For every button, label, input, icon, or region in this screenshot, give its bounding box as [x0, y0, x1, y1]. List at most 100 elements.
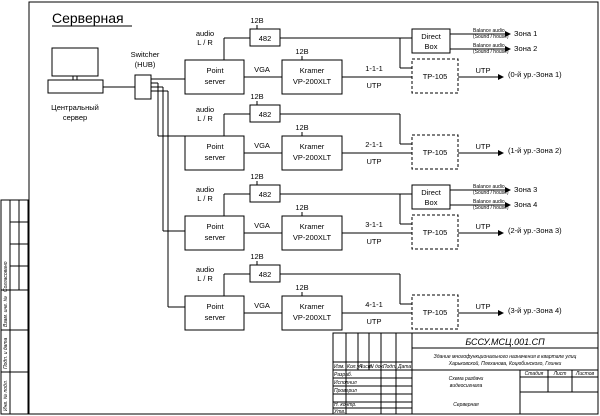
col-podp: Подп. [383, 364, 396, 370]
kramer-label-line1: Kramer [300, 142, 325, 151]
channel-code-label: 4-1-1 [365, 300, 383, 309]
utp-label: UTP [367, 81, 382, 90]
point-server-box [184, 59, 245, 95]
side-stamp-podp-data: Подп. и дата [3, 337, 9, 369]
balance-audio-label-b: Balance audio [473, 199, 505, 205]
row-nkontr: Н. контр. [334, 402, 357, 408]
balance-audio-label-b: Balance audio [473, 43, 505, 49]
tp105-box [411, 58, 459, 94]
project-line2: Харьковской, Плеханова, Коцюбинского, Гл… [448, 360, 562, 367]
point-server-box [184, 135, 245, 171]
zone-output-label: (2-й ур.-Зона 3) [508, 226, 562, 235]
switcher-label-line2: (HUB) [135, 60, 156, 69]
row-isp: Исполнил [334, 380, 357, 386]
audio-lr-label: L / R [197, 114, 213, 123]
side-stamp-vzam: Взам. инв. № [3, 295, 9, 327]
point-server-label-line2: server [205, 313, 226, 322]
utp-label: UTP [367, 157, 382, 166]
drawing-name-line1: Схема раздачи [449, 376, 484, 382]
kramer-label-line1: Kramer [300, 302, 325, 311]
tp105-box [411, 294, 459, 330]
balance-audio-label-a: Balance audio [473, 184, 505, 190]
direct-box [411, 28, 451, 54]
stamp-list: Лист [553, 371, 567, 377]
point-server-label-line1: Point [206, 302, 224, 311]
sound-house-label-b: (Sound / house) [473, 205, 509, 211]
doc-code: БССУ.МСЦ.001.СП [465, 337, 545, 347]
central-server-icon [47, 47, 104, 94]
zone-output-label: (1-й ур.-Зона 2) [508, 146, 562, 155]
sheet-name: Серверная [453, 402, 479, 408]
amplifier-482-label: 482 [259, 270, 272, 279]
kramer-label-line2: VP-200XLT [293, 77, 332, 86]
channel-code-label: 3-1-1 [365, 220, 383, 229]
sound-house-label-a: (Sound / house) [473, 34, 509, 40]
kramer-box [281, 59, 343, 95]
col-kol: Кол.уч [347, 364, 362, 370]
tp105-box [411, 134, 459, 170]
kramer-power-label: 12В [295, 47, 308, 56]
kramer-power-label: 12В [295, 203, 308, 212]
tp105-label: TP-105 [423, 72, 448, 81]
project-line1: Здание многофункционального назначения в… [434, 354, 577, 360]
zone-output-label: (3-й ур.-Зона 4) [508, 306, 562, 315]
row-razrab: Разраб. [334, 372, 352, 378]
direct-box-label-line2: Box [425, 198, 438, 207]
stamp-stadiya: Стадия [525, 371, 544, 377]
drawing-name-line2: видеосигнала [450, 383, 483, 389]
col-izm: Изм. [334, 364, 345, 370]
utp-label: UTP [367, 317, 382, 326]
point-server-label-line1: Point [206, 66, 224, 75]
kramer-label-line1: Kramer [300, 222, 325, 231]
audio-label: audio [196, 265, 214, 274]
vga-label: VGA [254, 141, 270, 150]
kramer-label-line2: VP-200XLT [293, 233, 332, 242]
audio-label: audio [196, 105, 214, 114]
tp105-label: TP-105 [423, 228, 448, 237]
vga-label: VGA [254, 65, 270, 74]
sound-house-label-a: (Sound / house) [473, 190, 509, 196]
zone-label-a: Зона 3 [514, 185, 537, 194]
col-data: Дата [397, 364, 411, 370]
tp105-box [411, 214, 459, 250]
utp-out-label: UTP [476, 66, 491, 75]
kramer-power-label: 12В [295, 283, 308, 292]
point-server-label-line2: server [205, 153, 226, 162]
switch-to-servers-lines [151, 78, 185, 308]
point-server-box [184, 295, 245, 331]
amplifier-482-label: 482 [259, 190, 272, 199]
central-server-label-line2: сервер [63, 113, 87, 122]
amp-power-label: 12В [250, 92, 263, 101]
central-server-label-line1: Центральный [51, 103, 99, 112]
direct-box-label-line2: Box [425, 42, 438, 51]
col-ndok: N док. [370, 364, 384, 370]
tp105-label: TP-105 [423, 148, 448, 157]
zone-label-a: Зона 1 [514, 29, 537, 38]
channel-code-label: 1-1-1 [365, 64, 383, 73]
direct-box [411, 184, 451, 210]
amplifier-482-label: 482 [259, 34, 272, 43]
tp105-label: TP-105 [423, 308, 448, 317]
utp-out-label: UTP [476, 222, 491, 231]
channel-code-label: 2-1-1 [365, 140, 383, 149]
balance-audio-label-a: Balance audio [473, 28, 505, 34]
point-server-label-line1: Point [206, 142, 224, 151]
utp-out-label: UTP [476, 142, 491, 151]
utp-label: UTP [367, 237, 382, 246]
amp-power-label: 12В [250, 172, 263, 181]
drawing-frame [28, 1, 599, 415]
title-block [332, 332, 599, 415]
vga-label: VGA [254, 221, 270, 230]
row-prov: Проверил [334, 388, 357, 394]
kramer-label-line2: VP-200XLT [293, 153, 332, 162]
row-utv: Утв. [334, 409, 345, 415]
direct-box-label-line1: Direct [421, 32, 442, 41]
vga-label: VGA [254, 301, 270, 310]
kramer-label-line1: Kramer [300, 66, 325, 75]
audio-lr-label: L / R [197, 274, 213, 283]
page-title: Серверная [52, 10, 124, 26]
point-server-label-line1: Point [206, 222, 224, 231]
